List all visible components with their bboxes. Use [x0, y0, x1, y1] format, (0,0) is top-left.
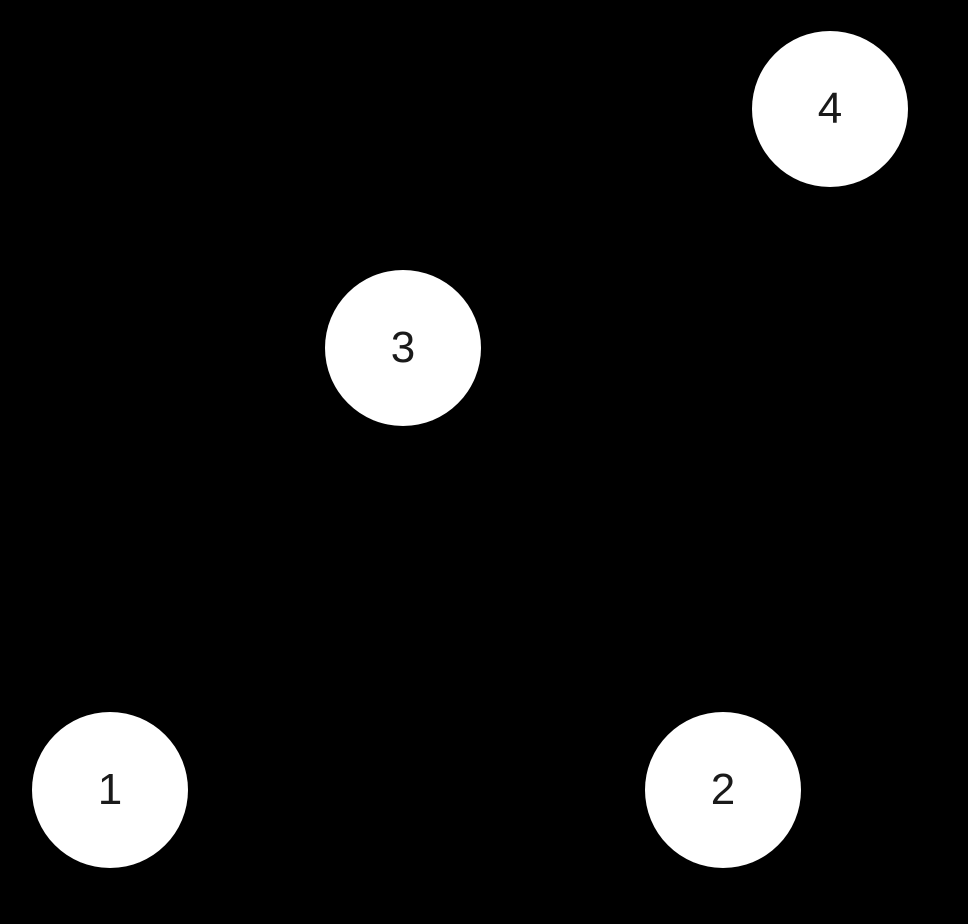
graph-node-label: 1	[97, 765, 123, 814]
graph-node-label: 3	[390, 323, 416, 372]
graph-node-1[interactable]: 1	[32, 712, 188, 868]
graph-node-2[interactable]: 2	[645, 712, 801, 868]
graph-node-3[interactable]: 3	[325, 270, 481, 426]
graph-node-4[interactable]: 4	[752, 31, 908, 187]
graph-node-label: 4	[817, 84, 843, 133]
graph-node-label: 2	[710, 765, 736, 814]
